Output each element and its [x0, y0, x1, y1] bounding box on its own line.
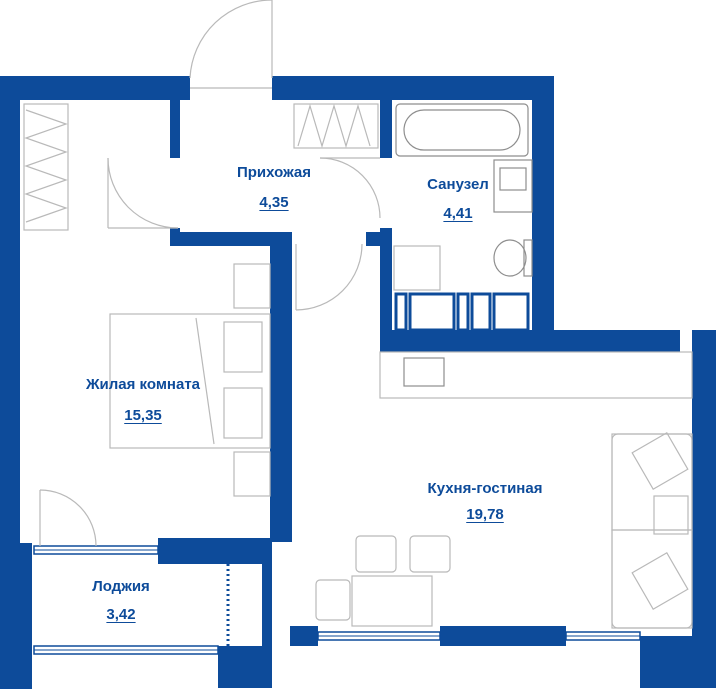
room-area-hallway: 4,35 — [259, 194, 289, 211]
room-area-kitchen-living: 19,78 — [466, 506, 504, 523]
room-area-bathroom: 4,41 — [443, 205, 473, 222]
room-name-living-room: Жилая комната — [85, 376, 201, 393]
room-name-loggia: Лоджия — [92, 578, 150, 595]
room-name-bathroom: Санузел — [427, 176, 489, 193]
room-name-hallway: Прихожая — [236, 164, 312, 181]
room-area-living-room: 15,35 — [124, 407, 162, 424]
windows — [33, 545, 641, 655]
walls — [0, 76, 716, 689]
room-name-kitchen-living: Кухня-гостиная — [427, 480, 543, 497]
furniture — [23, 103, 693, 629]
room-area-loggia: 3,42 — [106, 606, 136, 623]
doors — [39, 0, 381, 547]
